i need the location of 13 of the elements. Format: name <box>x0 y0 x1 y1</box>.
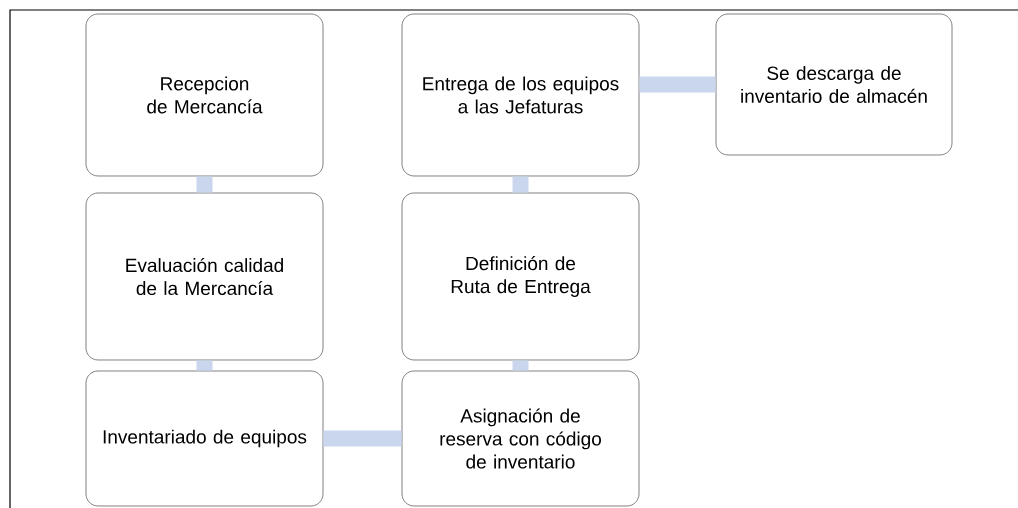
process-box: Evaluación calidad de la Mercancía <box>85 192 324 361</box>
process-box: Se descarga de inventario de almacén <box>715 13 953 156</box>
process-box: Inventariado de equipos <box>85 370 324 507</box>
process-box: Definición de Ruta de Entrega <box>401 192 640 361</box>
connector <box>639 76 716 93</box>
connector <box>196 176 213 193</box>
connector <box>512 360 529 371</box>
connector <box>512 176 529 193</box>
connector <box>323 430 402 447</box>
process-box: Recepcion de Mercancía <box>85 13 324 177</box>
process-box: Entrega de los equipos a las Jefaturas <box>401 13 640 177</box>
connector <box>196 360 213 371</box>
process-box: Asignación de reserva con código de inventario <box>401 370 640 507</box>
